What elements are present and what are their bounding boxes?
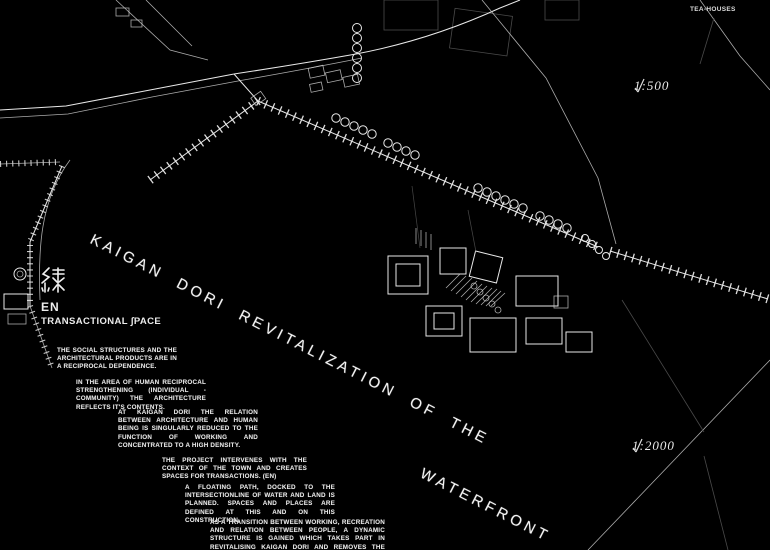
building-footprints <box>387 247 593 353</box>
description-paragraph: THE PROJECT INTERVENES WITH THE CONTEXT … <box>162 457 307 481</box>
faint-buildings <box>383 0 580 57</box>
tree-circles <box>331 113 610 260</box>
circle-chain <box>307 23 362 93</box>
detail-ticks <box>411 185 477 253</box>
left-pier <box>0 159 71 370</box>
description-paragraph: AS A TRANSITION BETWEEN WORKING, RECREAT… <box>210 519 385 550</box>
subtitle-label: TRANSACTIONAL ∫PACE <box>41 316 162 327</box>
scale-label-1500: 1:500 <box>634 78 669 94</box>
description-paragraph: IN THE AREA OF HUMAN RECIPROCAL STRENGTH… <box>76 379 206 411</box>
scale-lower-text: 1:2000 <box>632 438 675 453</box>
scale-mark-icon <box>632 438 643 453</box>
kanji-en-icon <box>41 267 65 293</box>
boardwalk-path <box>147 90 770 304</box>
roads-right <box>481 0 770 550</box>
description-paragraph: AT KAIGAN DORI THE RELATION BETWEEN ARCH… <box>118 409 258 449</box>
scale-label-12000: 1:2000 <box>632 438 675 454</box>
romaji-label: EN <box>41 300 60 314</box>
topleft-structures <box>115 0 209 61</box>
description-paragraph: THE SOCIAL STRUCTURES AND THE ARCHITECTU… <box>57 347 177 371</box>
tea-houses-label: TEA-HOUSES <box>690 6 736 13</box>
shoreline-path <box>0 0 521 119</box>
description-paragraph: A FLOATING PATH, DOCKED TO THE INTERSECT… <box>185 484 335 524</box>
hatch-patch <box>445 273 506 314</box>
scale-mark-icon <box>634 78 645 93</box>
